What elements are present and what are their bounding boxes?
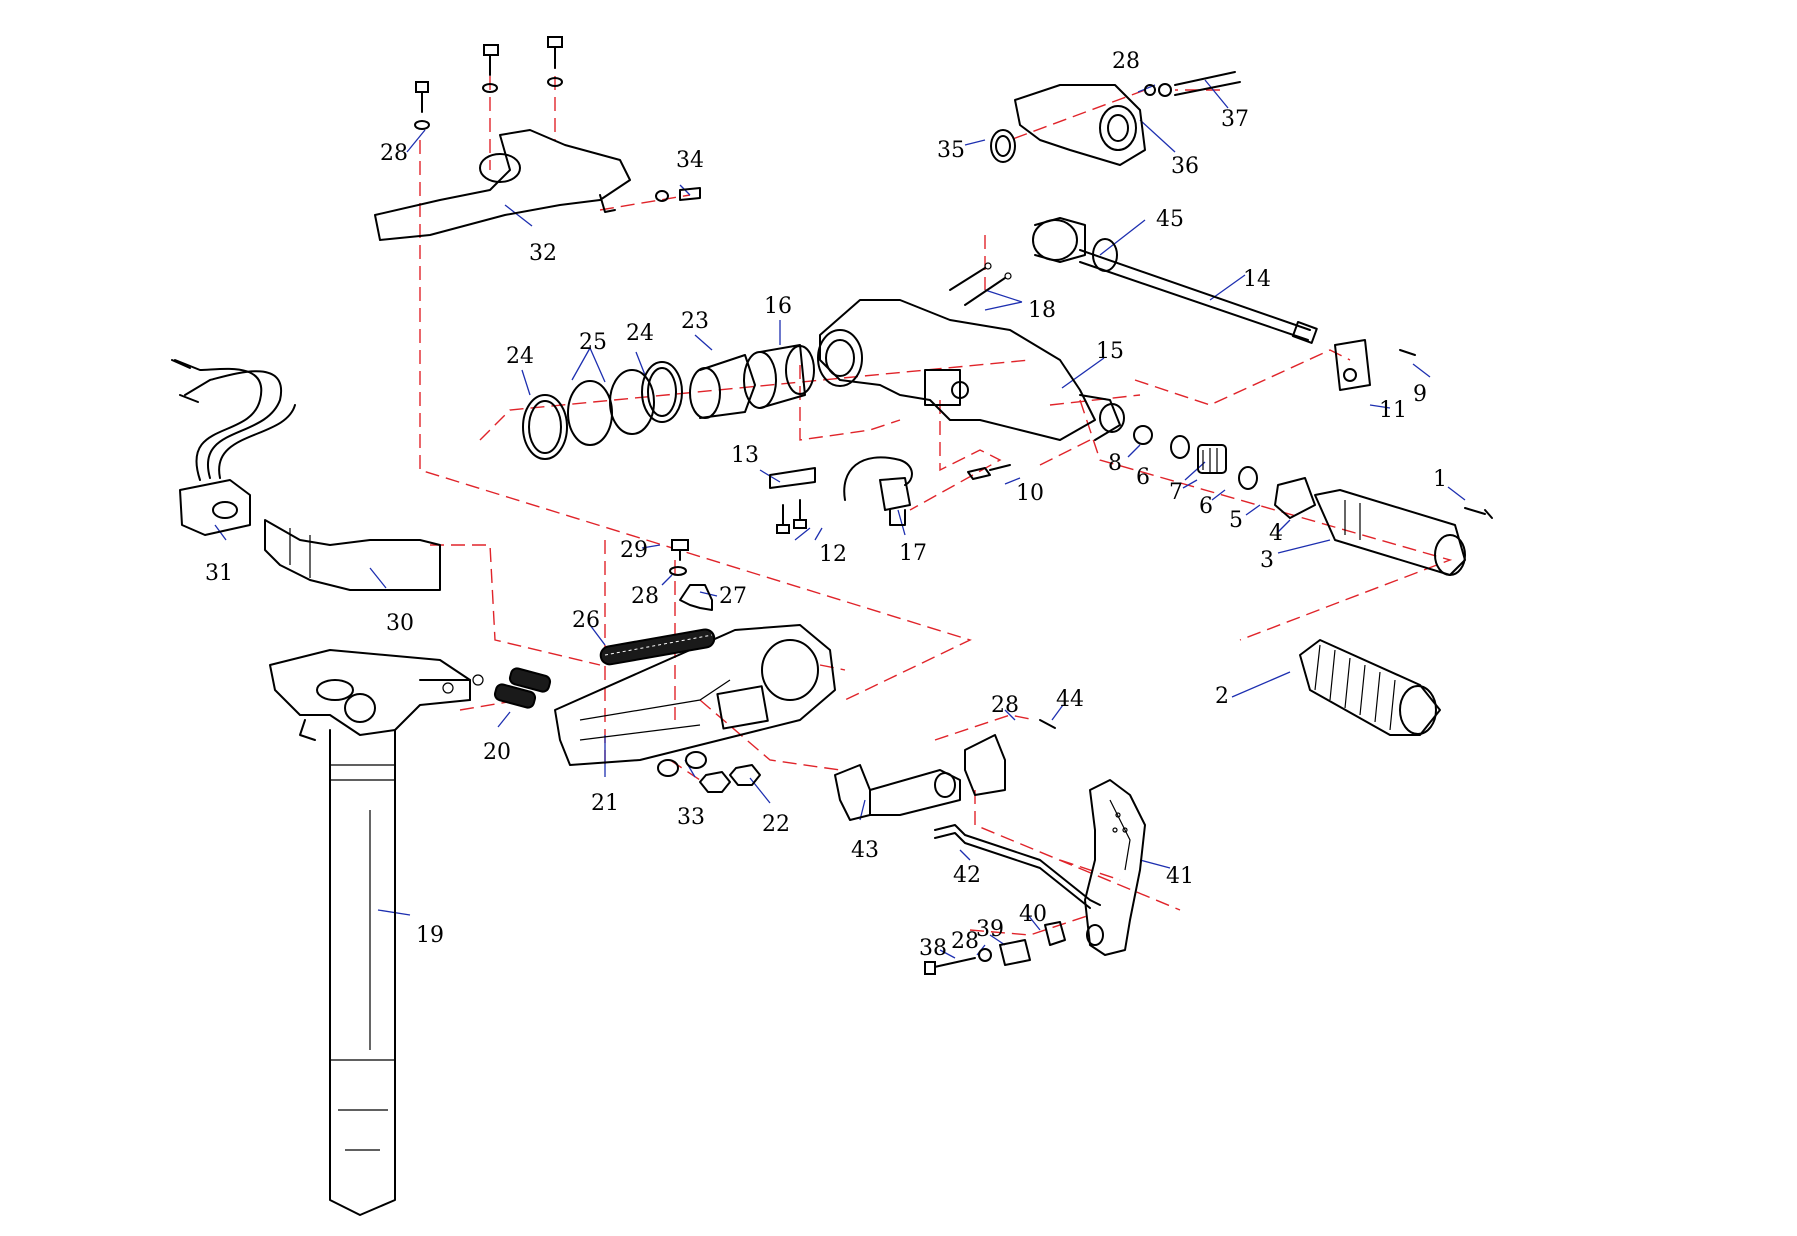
callout-1: 1 <box>1433 467 1447 492</box>
callout-24b: 24 <box>626 321 654 346</box>
callout-7: 7 <box>1169 480 1183 505</box>
part-43-lever-mech <box>834 734 1006 821</box>
callout-37: 37 <box>1221 107 1249 132</box>
callout-15: 15 <box>1096 339 1124 364</box>
callout-28a: 28 <box>380 141 408 166</box>
part-21-tiller-bracket <box>554 624 836 766</box>
callout-labels: 1 2 3 4 5 6 6 7 8 9 10 11 12 13 14 15 16… <box>205 49 1447 961</box>
callout-44: 44 <box>1056 687 1084 712</box>
callout-9: 9 <box>1413 382 1427 407</box>
callout-41: 41 <box>1166 864 1194 889</box>
callout-6b: 6 <box>1136 465 1150 490</box>
part-14-shaft <box>1032 217 1318 344</box>
callout-32: 32 <box>529 241 557 266</box>
part-44-pin <box>1039 719 1056 729</box>
callout-10: 10 <box>1016 481 1044 506</box>
part-9-pin <box>1399 349 1416 356</box>
part-27-clip <box>679 584 713 611</box>
part-15-tiller-arm <box>817 299 1125 441</box>
callout-12: 12 <box>819 542 847 567</box>
assembly-lines <box>419 55 1453 936</box>
part-32-cover <box>374 129 631 241</box>
callout-43: 43 <box>851 838 879 863</box>
callout-18: 18 <box>1028 298 1056 323</box>
parts-38-39-40 <box>924 921 1066 975</box>
callout-3: 3 <box>1260 548 1274 573</box>
callout-45: 45 <box>1156 207 1184 232</box>
callout-20: 20 <box>483 740 511 765</box>
callout-25: 25 <box>579 330 607 355</box>
part-20-studs <box>493 667 552 709</box>
callout-36: 36 <box>1171 154 1199 179</box>
part-2-grip <box>1299 639 1441 736</box>
callout-26: 26 <box>572 608 600 633</box>
callout-14: 14 <box>1243 267 1271 292</box>
part-26-spring <box>599 628 716 666</box>
part-28-screws-top <box>414 36 563 130</box>
callout-22: 22 <box>762 812 790 837</box>
part-13-plate <box>769 467 816 489</box>
callout-28b: 28 <box>1112 49 1140 74</box>
callout-30: 30 <box>386 611 414 636</box>
callout-42: 42 <box>953 863 981 888</box>
callout-11: 11 <box>1379 398 1407 423</box>
part-37-bolts <box>1144 71 1241 97</box>
callout-13: 13 <box>731 443 759 468</box>
parts-23-24-25-rings <box>522 354 756 460</box>
part-35-36-bracket <box>990 84 1146 166</box>
part-31-cable-block <box>171 359 296 536</box>
part-16-bushing <box>743 344 815 409</box>
callout-28e: 28 <box>951 929 979 954</box>
callout-33: 33 <box>677 805 705 830</box>
part-29-bolt <box>669 539 689 576</box>
callout-27: 27 <box>719 584 747 609</box>
callout-34: 34 <box>676 148 704 173</box>
callout-31: 31 <box>205 561 233 586</box>
part-17-switch <box>843 456 913 526</box>
callout-6a: 6 <box>1199 494 1213 519</box>
callout-16: 16 <box>764 294 792 319</box>
callout-17: 17 <box>899 541 927 566</box>
callout-5: 5 <box>1229 508 1243 533</box>
callout-39: 39 <box>976 917 1004 942</box>
part-22-33-nuts-washers <box>657 751 761 793</box>
callout-38: 38 <box>919 936 947 961</box>
part-10-screw <box>967 464 1011 480</box>
callout-2: 2 <box>1215 684 1229 709</box>
callout-8: 8 <box>1108 451 1122 476</box>
part-30-grip-hose <box>264 519 441 591</box>
part-42-rod <box>934 824 1101 909</box>
callout-28d: 28 <box>991 693 1019 718</box>
part-11-block <box>1334 339 1371 391</box>
callout-29: 29 <box>620 538 648 563</box>
parts-4-5-6-7-8-throttle-bits <box>1133 425 1316 519</box>
leader-lines <box>214 79 1466 959</box>
part-41-lever <box>1084 779 1146 956</box>
callout-19: 19 <box>416 923 444 948</box>
callout-24a: 24 <box>506 344 534 369</box>
callout-21: 21 <box>591 791 619 816</box>
part-34-pin <box>655 187 701 202</box>
part-12-screws <box>776 499 807 534</box>
part-3-throttle-grip <box>1314 489 1466 576</box>
callout-23: 23 <box>681 309 709 334</box>
part-1-screw <box>1464 507 1493 519</box>
part-19-steering-shaft <box>269 649 484 1216</box>
callout-28c: 28 <box>631 584 659 609</box>
callout-4: 4 <box>1269 521 1283 546</box>
callout-40: 40 <box>1019 902 1047 927</box>
part-18-screws <box>949 262 1012 306</box>
callout-35: 35 <box>937 138 965 163</box>
